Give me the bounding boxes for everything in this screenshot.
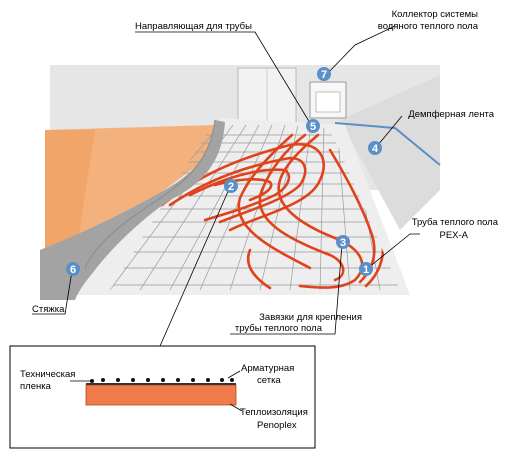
label-collector-line1: Коллектор системы: [392, 9, 479, 20]
section-label-insulation-2: Penoplex: [257, 420, 297, 431]
technical-film: [86, 383, 236, 385]
section-label-mesh-2: сетка: [257, 375, 281, 386]
svg-text:2: 2: [228, 181, 234, 193]
svg-text:7: 7: [321, 69, 327, 81]
label-collector-line2: водяного теплого пола: [378, 21, 479, 32]
section-label-insulation-1: Теплоизоляция: [240, 407, 308, 418]
svg-text:5: 5: [310, 121, 316, 133]
marker-3: 3: [336, 235, 350, 249]
mesh-dots: [90, 378, 234, 383]
section-label-mesh-1: Арматурная: [241, 363, 294, 374]
marker-2: 2: [224, 179, 238, 193]
section-label-film-1: Техническая: [20, 369, 75, 380]
label-ties-line2: трубы теплого пола: [235, 323, 323, 334]
svg-text:4: 4: [372, 143, 379, 155]
screed-area: [40, 120, 225, 300]
leader-lines: [32, 25, 420, 347]
labels: Коллектор системы водяного теплого пола …: [32, 9, 499, 334]
section-label-film-2: пленка: [20, 381, 52, 392]
marker-5: 5: [306, 119, 320, 133]
marker-4: 4: [368, 141, 382, 155]
label-screed: Стяжка: [32, 304, 65, 315]
label-ties-line1: Завязки для крепления: [259, 312, 362, 323]
svg-text:1: 1: [363, 264, 369, 276]
right-wall: [340, 75, 440, 230]
label-pipe-guide: Направляющая для трубы: [135, 21, 252, 32]
section-inset: Техническая пленка Арматурная сетка Тепл…: [9, 345, 316, 449]
label-pipe-line1: Труба теплого пола: [412, 217, 499, 228]
label-damper-tape: Демпферная лента: [408, 109, 494, 120]
numbered-markers: 1 2 3 4 5 6 7: [66, 67, 382, 276]
svg-text:3: 3: [340, 237, 346, 249]
damper-tape: [334, 122, 441, 166]
collector-cabinet: [309, 81, 347, 119]
svg-text:6: 6: [70, 264, 76, 276]
screed-edge: [84, 119, 216, 269]
marker-7: 7: [317, 67, 331, 81]
marker-6: 6: [66, 262, 80, 276]
insulation-area-left: [45, 130, 95, 275]
insulation-board: [85, 384, 237, 406]
label-pipe-line2: PEX-A: [439, 230, 468, 241]
marker-1: 1: [359, 262, 373, 276]
